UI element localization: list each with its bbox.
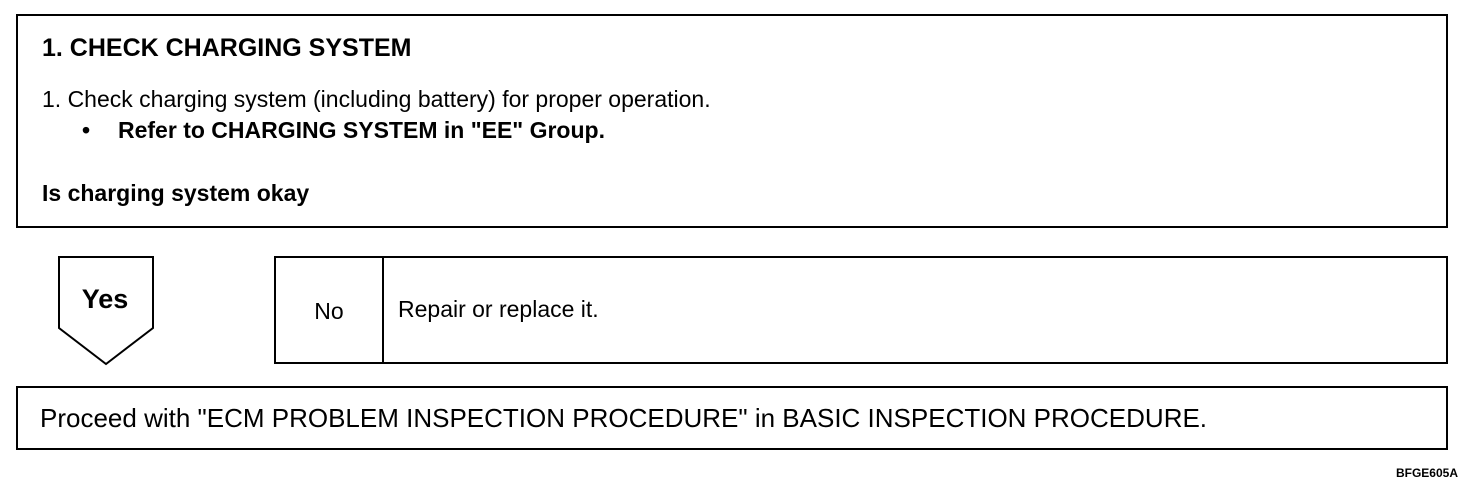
step-reference: • Refer to CHARGING SYSTEM in "EE" Group. xyxy=(82,117,605,144)
no-action-text: Repair or replace it. xyxy=(398,296,599,322)
reference-text: Refer to CHARGING SYSTEM in "EE" Group. xyxy=(118,117,605,143)
next-step-text: Proceed with "ECM PROBLEM INSPECTION PRO… xyxy=(40,403,1208,433)
bullet-icon: • xyxy=(82,117,91,143)
figure-code: BFGE605A xyxy=(1395,466,1458,480)
check-step-box: 1. CHECK CHARGING SYSTEM 1. Check chargi… xyxy=(16,14,1448,228)
no-divider xyxy=(382,258,384,362)
next-step-box: Proceed with "ECM PROBLEM INSPECTION PRO… xyxy=(16,386,1448,450)
step-title: 1. CHECK CHARGING SYSTEM xyxy=(42,34,412,62)
no-branch-box: No Repair or replace it. xyxy=(274,256,1448,364)
step-question: Is charging system okay xyxy=(42,180,310,206)
step-instruction: 1. Check charging system (including batt… xyxy=(42,86,711,112)
yes-arrow-shape xyxy=(58,256,154,366)
no-label: No xyxy=(314,298,344,324)
yes-label: Yes xyxy=(81,284,129,314)
